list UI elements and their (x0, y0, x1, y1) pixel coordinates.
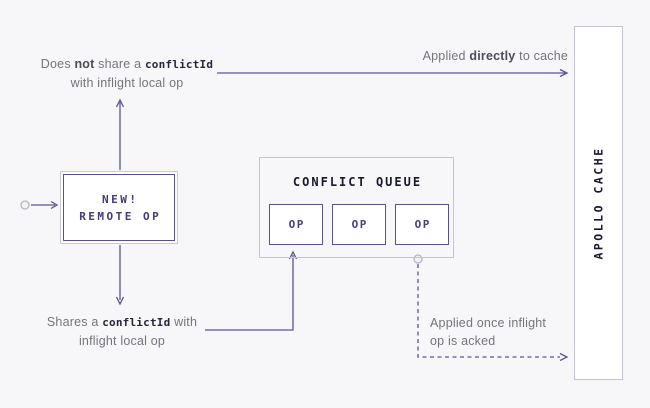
note-text: to cache (515, 49, 568, 63)
note-text: share a (94, 57, 145, 71)
note-text: Shares a (46, 315, 103, 329)
arrow-applied-directly (217, 68, 569, 78)
conflictid-code: conflictId (102, 316, 171, 329)
op-label: OP (414, 218, 431, 231)
note-text: Applied once inflight (430, 316, 547, 330)
note-applied-once-acked: Applied once inflight op is acked (430, 314, 580, 350)
apollo-cache-label: APOLLO CACHE (591, 146, 606, 260)
conflict-queue-node: CONFLICT QUEUE OP OP OP (259, 157, 454, 258)
op-label: OP (351, 218, 368, 231)
dashed-arrow-acked (417, 264, 560, 358)
remote-op-label-new: NEW! (102, 192, 139, 206)
apollo-cache-node: APOLLO CACHE (574, 26, 623, 380)
conflict-queue-title: CONFLICT QUEUE (292, 175, 423, 189)
arrow-up-no-conflict (115, 98, 125, 170)
note-text: with inflight local op (70, 76, 184, 90)
note-shares-conflictid: Shares a conflictId with inflight local … (17, 313, 227, 350)
remote-op-node: NEW! REMOTE OP (60, 171, 178, 244)
note-text: op is acked (430, 334, 496, 348)
entry-anchor-circle (20, 200, 30, 210)
conflict-queue-ops: OP OP OP (269, 204, 453, 245)
arrow-down-shares-conflict (115, 245, 125, 306)
remote-op-label: REMOTE OP (79, 209, 162, 223)
arrow-into-queue (205, 250, 298, 331)
note-bold: directly (469, 49, 516, 63)
conflictid-code: conflictId (144, 58, 214, 71)
note-bold: not (74, 57, 95, 71)
note-text: inflight local op (78, 334, 166, 348)
op-node-1: OP (269, 204, 323, 245)
dashed-arrowhead (559, 352, 569, 362)
note-text: with (170, 315, 198, 329)
note-text: Does (40, 57, 75, 71)
op-label: OP (288, 218, 305, 231)
remote-op-node-inner: NEW! REMOTE OP (63, 174, 175, 241)
note-applied-directly: Applied directly to cache (308, 47, 568, 65)
note-text: Applied (422, 49, 470, 63)
note-no-shared-conflictid: Does not share a conflictId with infligh… (22, 55, 232, 92)
op-node-3: OP (395, 204, 449, 245)
entry-arrow (31, 200, 59, 210)
op-node-2: OP (332, 204, 386, 245)
